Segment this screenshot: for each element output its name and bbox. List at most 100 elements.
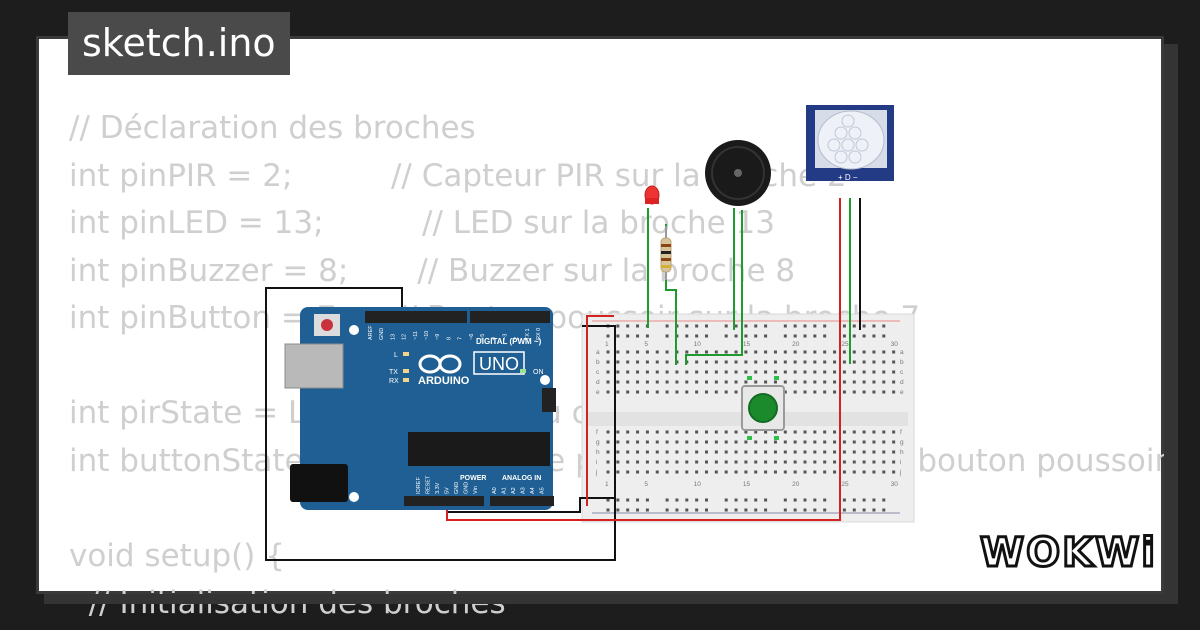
row-letter: j (595, 469, 597, 476)
column-number: 20 (792, 341, 800, 348)
pin-label: A3 (521, 487, 527, 494)
led-on-label: ON (533, 369, 544, 376)
row-letter: b (596, 359, 600, 366)
pin-label: IOREF (416, 477, 422, 494)
wokwi-logo[interactable]: WOKWi (978, 528, 1157, 578)
reset-button-cap[interactable] (321, 319, 333, 331)
arduino-uno-board[interactable]: AREF GND 13 12 ~11 ~10 ~9 8 7 ~6 ~5 4 ~3 2 TX 1 RX 0 IO… (284, 307, 556, 510)
icsp-header (542, 388, 556, 412)
column-number: 10 (694, 481, 702, 488)
breadboard-holes (606, 324, 896, 512)
pin-label: 2 (514, 337, 520, 340)
row-letter: i (596, 459, 597, 466)
pir-pin-labels: + D − (838, 173, 858, 182)
column-number: 1 (605, 341, 609, 348)
pin-label: A4 (530, 487, 536, 494)
row-letter: a (596, 349, 600, 356)
pin-label: 4 (491, 337, 497, 340)
pir-sensor[interactable]: + D − (806, 105, 894, 182)
pin-label: 13 (390, 334, 396, 340)
column-number: 5 (644, 341, 648, 348)
pin-label: 8 (446, 337, 452, 340)
column-number: 15 (743, 481, 751, 488)
led-rx-label: RX (389, 378, 399, 385)
atmega-chip (408, 432, 550, 466)
row-letter: i (900, 459, 901, 466)
pin-label: ~10 (424, 331, 430, 340)
push-button[interactable] (741, 376, 785, 440)
pin-label: ~6 (469, 334, 475, 340)
card-shadow-bottom (44, 594, 1178, 604)
buzzer[interactable] (705, 140, 771, 206)
power-jack (290, 464, 348, 502)
pin-label: TX 1 (525, 328, 531, 340)
row-letter: d (596, 379, 600, 386)
wokwi-logo-text: WOKWi (980, 530, 1157, 576)
resistor[interactable] (660, 226, 672, 280)
row-letter: j (899, 469, 901, 476)
row-letter: b (900, 359, 904, 366)
wire-green-buzzer2 (685, 210, 743, 365)
pin-label: A2 (511, 487, 517, 494)
wire-red-5v (446, 198, 841, 521)
wire-black-gnd (265, 287, 616, 561)
digital-header-right (470, 311, 550, 323)
card-shadow-right (1164, 44, 1178, 602)
pin-label: ~5 (480, 334, 486, 340)
row-letter: e (596, 389, 600, 396)
pin-label: GND (464, 482, 470, 494)
pin-label: ~9 (435, 334, 441, 340)
pin-label: 7 (458, 337, 464, 340)
row-letter: g (596, 439, 600, 446)
column-number: 1 (605, 481, 609, 488)
pin-label: RESET (426, 475, 432, 494)
row-letter: h (596, 449, 600, 456)
pin-label: 12 (402, 334, 408, 340)
file-name-label: sketch.ino (82, 21, 276, 65)
pin-label: ~3 (502, 334, 508, 340)
row-letter: c (900, 369, 904, 376)
row-letter: e (900, 389, 904, 396)
pin-label: GND (454, 482, 460, 494)
pin-label: RX 0 (536, 328, 542, 340)
pin-label: 5V (445, 487, 451, 494)
code-line: int pinLED = 13; // LED sur la broche 13 (69, 205, 776, 241)
row-letter: f (596, 429, 598, 436)
led-l-label: L (394, 352, 398, 359)
power-header-label: POWER (460, 475, 486, 482)
usb-port (284, 343, 344, 389)
red-led[interactable] (644, 185, 660, 205)
column-number: 25 (841, 341, 849, 348)
pin-label: A1 (502, 487, 508, 494)
column-number: 20 (792, 481, 800, 488)
brand-label: ARDUINO (418, 375, 470, 387)
analog-header-label: ANALOG IN (502, 475, 541, 482)
column-number: 15 (743, 341, 751, 348)
led-tx-label: TX (389, 369, 398, 376)
code-line: int pinBuzzer = 8; // Buzzer sur la broc… (69, 252, 796, 289)
wire-red-rail (586, 315, 614, 506)
column-number: 30 (891, 481, 899, 488)
pin-label: A0 (492, 487, 498, 494)
model-label: UNO (479, 354, 519, 374)
arduino-infinity-logo (418, 354, 462, 374)
column-number: 30 (891, 341, 899, 348)
row-letter: f (900, 429, 902, 436)
row-letter: h (900, 449, 904, 456)
row-letter: g (900, 439, 904, 446)
column-number: 10 (694, 341, 702, 348)
file-name-tab[interactable]: sketch.ino (68, 12, 290, 75)
code-line: void setup() { (69, 537, 285, 574)
pin-label: 3.3V (435, 482, 441, 494)
pin-label: ~11 (413, 331, 419, 340)
pin-label: AREF (368, 325, 374, 340)
digital-header-left (365, 311, 467, 323)
wires (265, 198, 861, 561)
pin-label: A5 (540, 487, 546, 494)
